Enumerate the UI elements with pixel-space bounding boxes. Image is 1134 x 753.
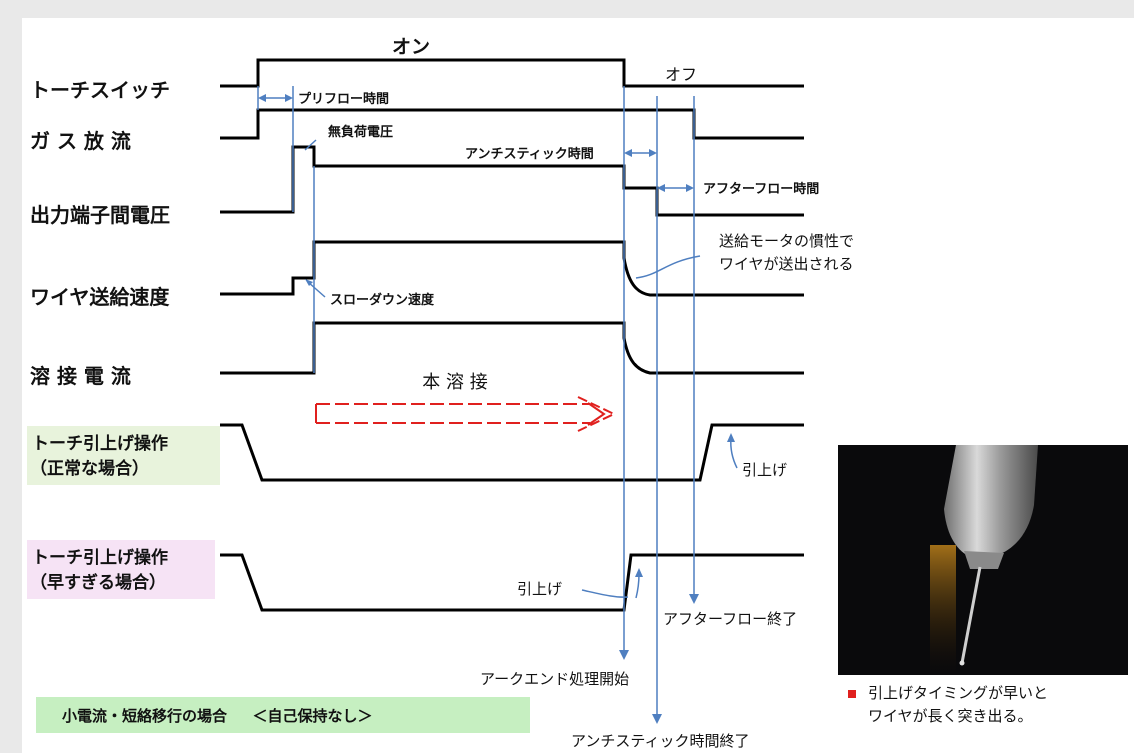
lift-early-label-bg (27, 540, 215, 599)
label-lift-normal: 引上げ (742, 461, 787, 479)
arrow-antistick-end (652, 714, 662, 724)
label-on: オン (392, 36, 430, 58)
label-arc-end-start: アークエンド処理開始 (480, 670, 629, 688)
slowdown-leader (307, 281, 326, 298)
no-load-leader (304, 139, 317, 151)
wave-wire-feed-speed (220, 240, 804, 297)
wave-gas-flow (220, 108, 804, 140)
wave-weld-current (220, 321, 804, 375)
label-weld-current: 溶 接 電 流 (30, 364, 131, 388)
label-afterflow: アフターフロー時間 (703, 181, 819, 197)
footer-condition: 小電流・短絡移行の場合 ＜自己保持なし＞ (62, 707, 372, 725)
arrow-arc-end (619, 650, 629, 660)
label-no-load-voltage: 無負荷電圧 (328, 124, 393, 140)
wave-torch-switch (220, 58, 804, 88)
lift-early-leader (581, 589, 629, 598)
photo-caption-2: ワイヤが長く突き出る。 (868, 707, 1033, 725)
label-main-weld: 本 溶 接 (422, 372, 487, 393)
label-torch-switch: トーチスイッチ (30, 78, 170, 102)
wave-lift-normal (220, 423, 804, 482)
label-lift-early-1: トーチ引上げ操作 (32, 547, 168, 568)
label-lift-normal-2: （正常な場合） (30, 458, 149, 479)
main-weld-arrow (315, 396, 617, 432)
label-antistick-end: アンチスティック時間終了 (571, 732, 750, 750)
label-output-voltage: 出力端子間電圧 (30, 203, 170, 227)
label-off: オフ (665, 65, 697, 84)
label-gas-flow: ガ ス 放 流 (30, 129, 131, 153)
photo-caption-1: 引上げタイミングが早いと (868, 684, 1049, 702)
label-lift-normal-1: トーチ引上げ操作 (32, 433, 168, 454)
arrow-afterflow-end (689, 594, 699, 604)
inertia-leader (635, 255, 701, 279)
lift-normal-leader (730, 437, 738, 469)
caption-bullet (848, 690, 856, 698)
label-afterflow-end: アフターフロー終了 (663, 610, 797, 628)
label-slowdown: スローダウン速度 (330, 292, 435, 308)
label-lift-early: 引上げ (517, 580, 562, 598)
footer-bg (36, 697, 530, 733)
label-motor-inertia-2: ワイヤが送出される (719, 255, 854, 273)
label-lift-early-2: （早すぎる場合） (30, 572, 166, 593)
label-preflow: プリフロー時間 (298, 91, 389, 107)
label-motor-inertia-1: 送給モータの慣性で (719, 232, 854, 250)
label-antistick: アンチスティック時間 (465, 146, 594, 162)
torch-photo (838, 445, 1128, 675)
lift-normal-label-bg (27, 426, 220, 485)
wave-lift-early (220, 553, 804, 612)
label-wire-feed-speed: ワイヤ送給速度 (30, 285, 170, 309)
